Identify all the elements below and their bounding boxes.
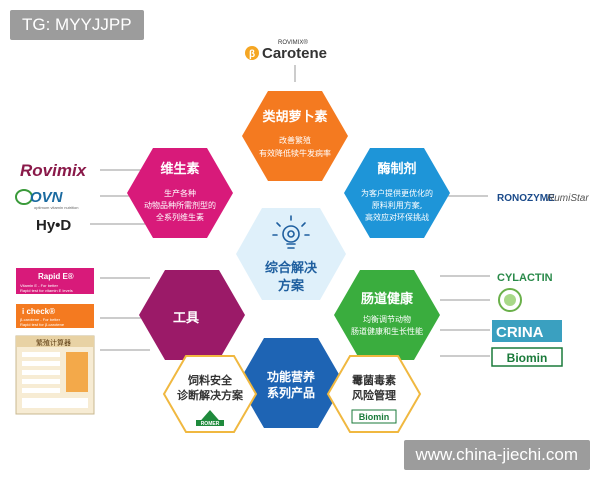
svg-text:Biomin: Biomin bbox=[359, 412, 390, 422]
hex-nutrition[interactable] bbox=[238, 338, 344, 428]
hex-enzyme[interactable] bbox=[344, 148, 450, 238]
cylactin-logo: CYLACTIN bbox=[497, 272, 553, 284]
hex-vitamin-title: 维生素 bbox=[160, 161, 199, 177]
hex-carotene-desc-2: 有效降低犊牛发病率 bbox=[259, 148, 331, 158]
mycotoxin-title-2: 风险管理 bbox=[352, 388, 396, 402]
hex-enzyme-title: 酶制剂 bbox=[377, 161, 416, 177]
hex-nutrition-title: 功能营养 bbox=[267, 369, 315, 384]
watermark-top-left: TG: MYYJJPP bbox=[10, 10, 144, 40]
svg-text:繁殖计算器: 繁殖计算器 bbox=[36, 338, 71, 347]
hex-vitamin[interactable] bbox=[127, 148, 233, 238]
hex-gut-desc-1: 均衡调节动物 bbox=[363, 314, 411, 324]
svg-text:Vitamin E - For better: Vitamin E - For better bbox=[20, 283, 59, 288]
svg-text:i check®: i check® bbox=[22, 307, 55, 316]
rovimix-logo: Rovimix bbox=[20, 161, 88, 180]
hex-carotene[interactable] bbox=[242, 91, 348, 181]
svg-text:OVN: OVN bbox=[30, 189, 64, 206]
svg-text:β: β bbox=[249, 49, 255, 60]
hex-carotene-desc-1: 改善繁殖 bbox=[279, 135, 311, 145]
hex-vitamin-desc-1: 生产各种 bbox=[164, 188, 196, 198]
gut-health-round-logo bbox=[498, 288, 522, 312]
svg-text:CRINA: CRINA bbox=[496, 324, 544, 341]
tool-card-icheck[interactable]: i check® β-carotene - For better Rapid t… bbox=[16, 304, 94, 328]
svg-text:RONOZYME: RONOZYME bbox=[497, 193, 555, 204]
hyd-logo: Hy•D bbox=[36, 217, 71, 234]
tool-card-calculator[interactable]: 繁殖计算器 bbox=[15, 335, 95, 415]
ronozyme-rumistar-logo: RONOZYME RumiStar bbox=[497, 193, 589, 204]
svg-text:Rapid test for β-carotene: Rapid test for β-carotene bbox=[20, 322, 65, 327]
biomin-small-logo: Biomin bbox=[351, 409, 397, 424]
center-title-2: 方案 bbox=[278, 278, 305, 294]
hex-mycotoxin[interactable] bbox=[326, 355, 422, 433]
hex-enzyme-desc-2: 原料利用方案, bbox=[372, 200, 423, 210]
hex-enzyme-desc-3: 高效应对环保挑战 bbox=[365, 212, 429, 222]
svg-text:Biomin: Biomin bbox=[507, 351, 548, 365]
romer-logo: ROMER bbox=[196, 410, 224, 427]
svg-text:optimum vitamin nutrition: optimum vitamin nutrition bbox=[34, 205, 78, 210]
feed-safety-title: 饲料安全 bbox=[187, 373, 233, 387]
ovn-logo: OVN optimum vitamin nutrition bbox=[15, 189, 78, 210]
svg-text:Rapid test for vitamin E level: Rapid test for vitamin E levels bbox=[20, 288, 73, 293]
mycotoxin-title: 霉菌毒素 bbox=[352, 373, 396, 387]
crina-logo: CRINA bbox=[492, 320, 562, 342]
svg-text:Rapid E®: Rapid E® bbox=[38, 272, 74, 281]
hex-center[interactable] bbox=[236, 208, 346, 300]
feed-safety-title-2: 诊断解决方案 bbox=[177, 388, 244, 402]
tool-card-rapid-e[interactable]: Rapid E® Vitamin E - For better Rapid te… bbox=[16, 268, 94, 294]
svg-text:ROVIMIX®: ROVIMIX® bbox=[278, 39, 308, 46]
hex-nutrition-title-2: 系列产品 bbox=[267, 385, 315, 400]
connector-lines bbox=[90, 65, 490, 357]
hex-vitamin-desc-3: 全系列维生素 bbox=[156, 212, 204, 222]
hex-feed-safety[interactable] bbox=[162, 355, 258, 433]
rovimix-carotene-logo: ROVIMIX® β Carotene bbox=[245, 39, 327, 62]
hex-gut-desc-2: 肠道健康和生长性能 bbox=[351, 326, 423, 336]
hex-gut[interactable] bbox=[334, 270, 440, 360]
hex-carotene-title: 类胡萝卜素 bbox=[262, 109, 327, 125]
center-title-1: 综合解决 bbox=[265, 260, 318, 276]
hex-tools-title: 工具 bbox=[173, 311, 199, 326]
hex-gut-title: 肠道健康 bbox=[361, 291, 414, 307]
hex-tools[interactable] bbox=[139, 270, 245, 360]
svg-text:ROMER: ROMER bbox=[201, 421, 220, 427]
svg-text:β-carotene - For better: β-carotene - For better bbox=[20, 317, 61, 322]
lightbulb-gear-icon bbox=[272, 215, 310, 249]
hex-enzyme-desc-1: 为客户提供更优化的 bbox=[361, 188, 433, 198]
biomin-logo: Biomin bbox=[491, 347, 563, 367]
watermark-bottom-right: www.china-jiechi.com bbox=[403, 440, 590, 470]
svg-text:RumiStar: RumiStar bbox=[547, 193, 589, 204]
svg-text:Carotene: Carotene bbox=[262, 45, 327, 62]
hex-vitamin-desc-2: 动物品种所需剂型的 bbox=[144, 200, 216, 210]
